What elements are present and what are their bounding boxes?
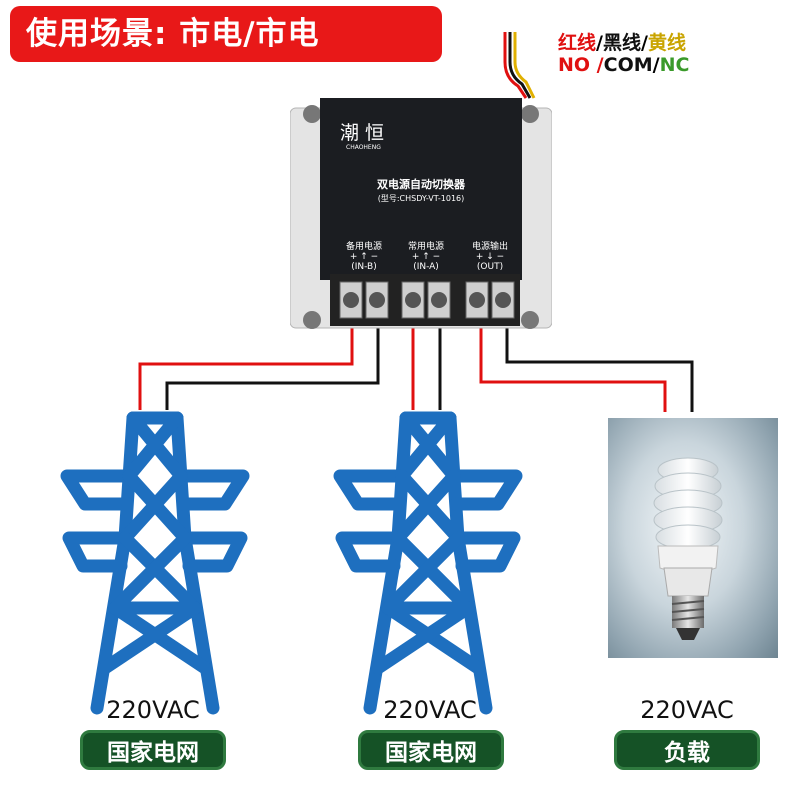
nc-terminal-label: NC <box>659 54 690 76</box>
port-code: (IN-B) <box>351 262 377 272</box>
brand-english: CHAOHENG <box>346 144 381 151</box>
port-out: 电源输出 + ↓ − (OUT) <box>462 239 518 272</box>
brand-logo: 潮恒 <box>340 122 391 144</box>
black-wire-label: 黑线 <box>602 32 641 54</box>
terminal-legend: NO /COM/NC <box>558 54 689 76</box>
voltage-label: 220VAC <box>640 696 734 724</box>
port-code: (IN-A) <box>413 262 439 272</box>
legend-separator: / <box>596 32 603 54</box>
load-label: 负载 <box>614 730 760 770</box>
port-label: 备用电源 <box>345 242 382 252</box>
dual-power-switch-device: 潮恒 CHAOHENG 双电源自动切换器 (型号:CHSDY-VT-1016) … <box>289 96 553 339</box>
title-text: 使用场景: 市电/市电 <box>26 16 320 52</box>
legend-separator: / <box>590 54 604 76</box>
title-banner: 使用场景: 市电/市电 <box>10 6 442 62</box>
voltage-label: 220VAC <box>106 696 200 724</box>
power-tower-icon <box>67 418 243 708</box>
signal-wire-bundle <box>503 32 536 99</box>
cfl-bulb-image <box>608 418 778 658</box>
port-polarity: + ↑ − <box>411 252 441 262</box>
out-wires <box>479 328 694 412</box>
port-label: 常用电源 <box>407 242 444 252</box>
wire-color-legend: 红线/黑线/黄线 <box>558 28 686 55</box>
in-b-wires <box>138 328 380 410</box>
red-wire-label: 红线 <box>558 32 597 54</box>
grid-source-label: 国家电网 <box>80 730 226 770</box>
voltage-label: 220VAC <box>383 696 477 724</box>
port-code: (OUT) <box>476 262 504 272</box>
port-in-a: 常用电源 + ↑ − (IN-A) <box>398 239 454 272</box>
device-body <box>289 98 553 329</box>
port-label: 电源输出 <box>471 242 508 252</box>
power-tower-icon <box>340 418 516 708</box>
port-polarity: + ↓ − <box>475 252 505 262</box>
cfl-bulb-icon <box>653 457 723 640</box>
port-polarity: + ↑ − <box>349 252 379 262</box>
in-a-wires <box>411 328 442 410</box>
legend-separator: / <box>640 32 648 54</box>
grid-source-label: 国家电网 <box>358 730 504 770</box>
legend-separator: / <box>652 54 660 76</box>
device-name: 双电源自动切换器 <box>377 178 465 191</box>
port-in-b: 备用电源 + ↑ − (IN-B) <box>336 239 392 272</box>
no-terminal-label: NO <box>558 54 591 76</box>
com-terminal-label: COM <box>603 54 653 76</box>
device-model: (型号:CHSDY-VT-1016) <box>377 194 465 203</box>
yellow-wire-label: 黄线 <box>647 32 686 54</box>
